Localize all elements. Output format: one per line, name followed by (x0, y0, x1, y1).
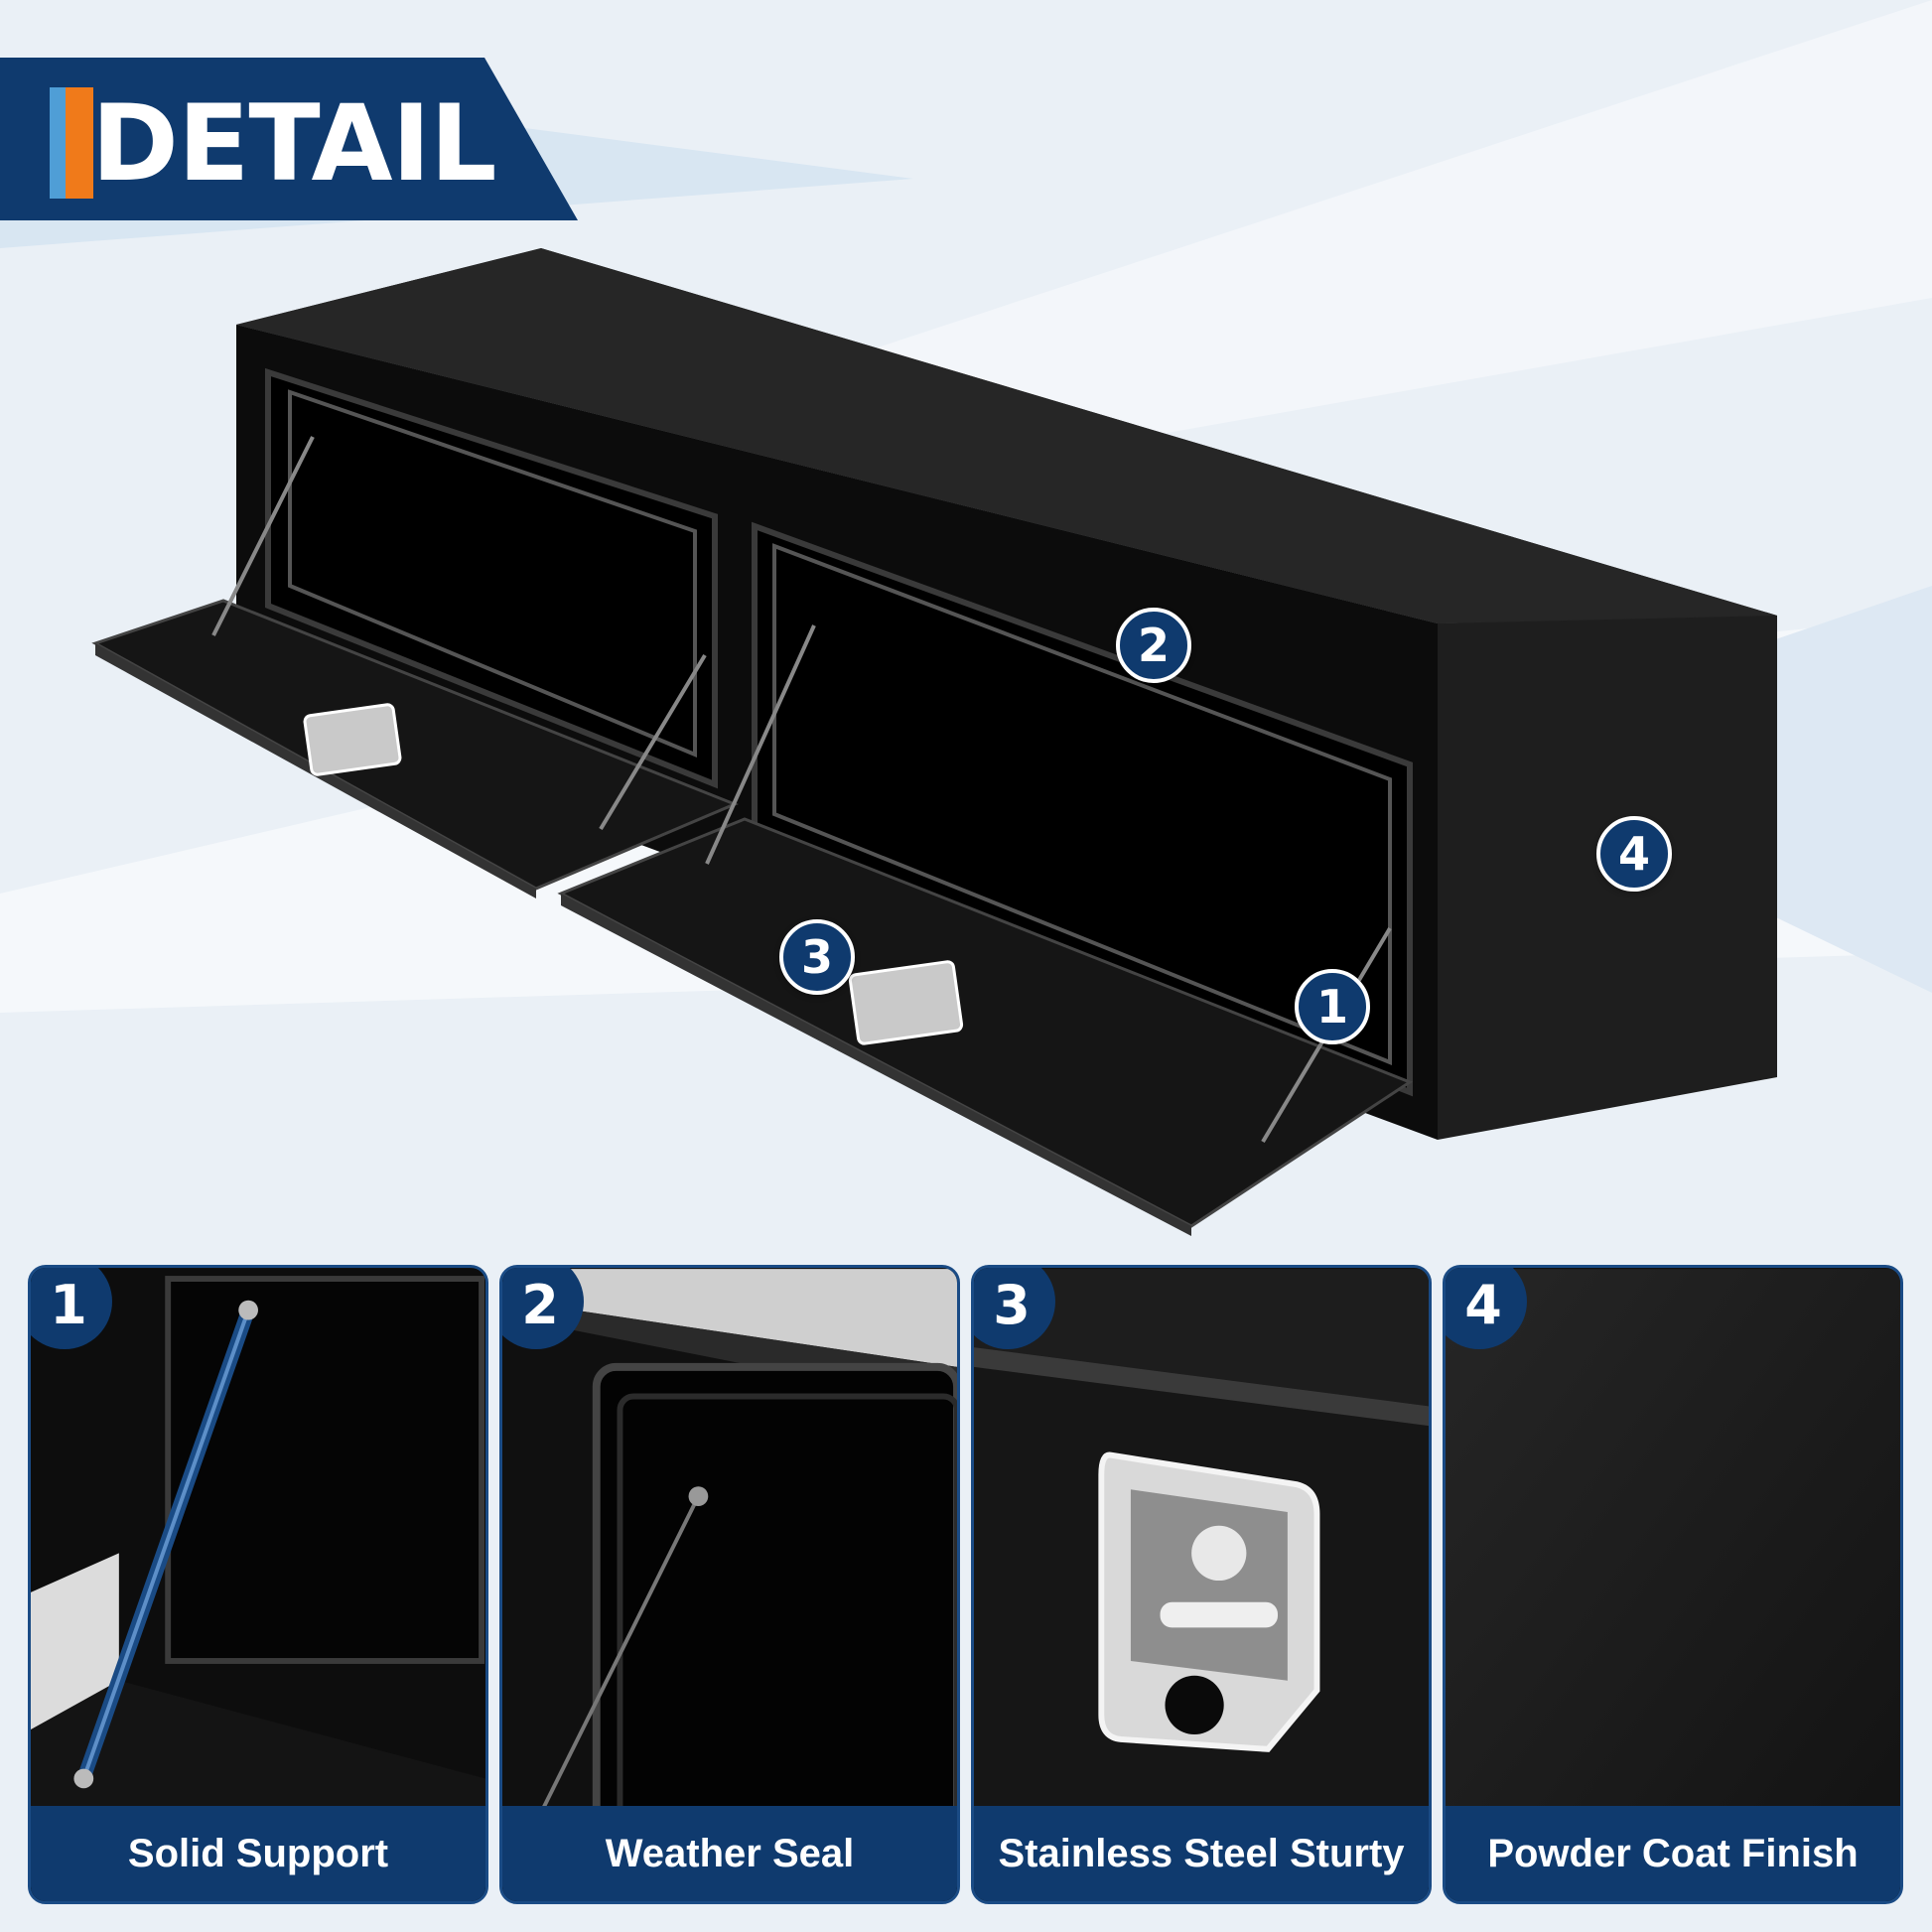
detail-number-1: 1 (31, 1268, 112, 1349)
weather-seal-photo (502, 1269, 957, 1900)
callout-3: 3 (779, 919, 855, 995)
detail-label-stainless-steel: Stainless Steel Sturty (974, 1806, 1429, 1901)
stainless-latch-photo (974, 1269, 1429, 1900)
powder-coat-photo (1446, 1269, 1900, 1900)
callout-4: 4 (1596, 816, 1672, 892)
detail-label-solid-support: Solid Support (31, 1806, 485, 1901)
detail-panel-weather-seal: 2 Weather Seal (499, 1265, 960, 1904)
toolbox-image (91, 248, 1777, 1236)
callout-1: 1 (1295, 969, 1370, 1044)
detail-panel-powder-coat: 4 Powder Coat Finish (1443, 1265, 1903, 1904)
detail-banner (0, 58, 578, 220)
detail-label-powder-coat: Powder Coat Finish (1446, 1806, 1900, 1901)
detail-panel-solid-support: 1 Solid Support (28, 1265, 488, 1904)
detail-label-weather-seal: Weather Seal (502, 1806, 957, 1901)
banner-logo-mark (50, 87, 105, 199)
banner-title: DETAIL (91, 82, 496, 205)
detail-number-2: 2 (502, 1268, 584, 1349)
detail-panel-stainless-steel: 3 Stainless Steel Sturty (971, 1265, 1432, 1904)
callout-2: 2 (1116, 608, 1191, 683)
